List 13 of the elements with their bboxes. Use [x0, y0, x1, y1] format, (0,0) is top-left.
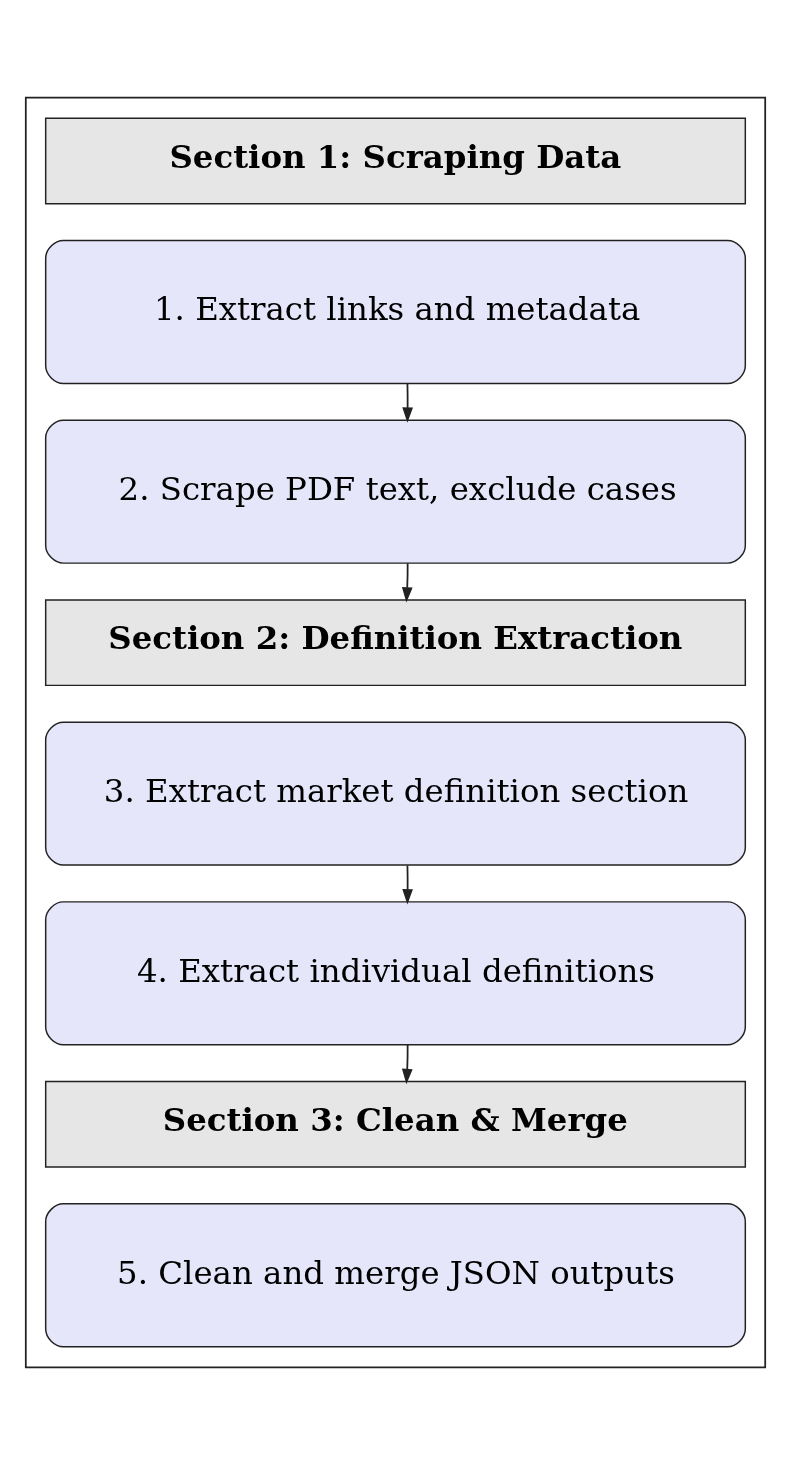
cluster: [24, 96, 767, 1368]
node-box: 1. Extract links and metadata: [44, 239, 747, 384]
node-box: 5. Clean and merge JSON outputs: [44, 1202, 747, 1347]
node-box: Section 1: Scraping Data: [44, 117, 747, 204]
arrow: [402, 864, 413, 904]
node-box: Section 3: Clean & Merge: [44, 1080, 747, 1168]
node-box: 2. Scrape PDF text, exclude cases: [44, 419, 747, 564]
node-box: 4. Extract individual definitions: [44, 900, 747, 1045]
node-box: Section 2: Definition Extraction: [44, 598, 747, 686]
node-box: 3. Extract market definition section: [44, 720, 747, 866]
arrow: [401, 561, 413, 603]
arrow: [402, 382, 413, 423]
arrow: [401, 1043, 413, 1084]
